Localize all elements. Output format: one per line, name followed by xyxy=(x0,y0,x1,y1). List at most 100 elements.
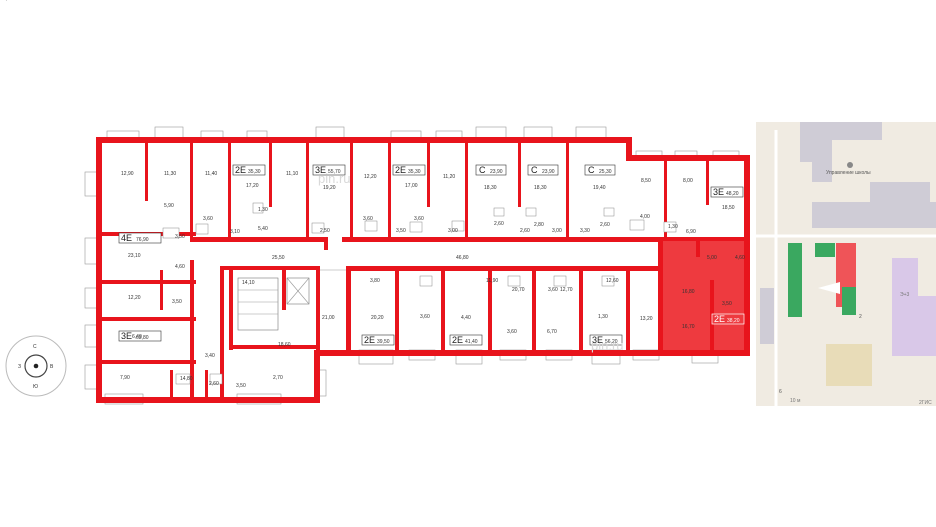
svg-text:2Е: 2Е xyxy=(364,335,375,345)
apartment-label[interactable]: С 23,90 xyxy=(475,164,507,176)
location-map: Управление школы Э+3 2 6 10 м 2ГИС xyxy=(756,122,936,406)
room-area: 17,00 xyxy=(405,183,418,189)
svg-text:2Е: 2Е xyxy=(235,165,246,175)
room-area: 20,20 xyxy=(371,315,384,321)
room-area: 5,00 xyxy=(707,255,717,261)
svg-text:38,20: 38,20 xyxy=(727,318,740,324)
room-area: 13,80 xyxy=(0,0,13,2)
svg-text:63,80: 63,80 xyxy=(136,335,149,341)
room-area: 3,80 xyxy=(370,278,380,284)
room-area: 3,50 xyxy=(722,301,732,307)
watermark: pin.ru xyxy=(591,338,624,353)
room-area: 11,10 xyxy=(286,171,298,177)
room-area: 1,30 xyxy=(598,314,608,320)
svg-text:3Е: 3Е xyxy=(713,187,724,197)
svg-text:23,90: 23,90 xyxy=(490,169,503,175)
room-area: 16,80 xyxy=(682,289,695,295)
room-area: 6,90 xyxy=(686,229,696,235)
map-label: Управление школы xyxy=(826,170,871,176)
room-area: 11,40 xyxy=(205,171,217,177)
room-area: 3,10 xyxy=(230,229,240,235)
svg-text:41,40: 41,40 xyxy=(465,339,478,345)
walls xyxy=(96,137,750,403)
svg-text:35,30: 35,30 xyxy=(248,169,261,175)
room-area: 2,70 xyxy=(273,375,283,381)
room-area: 12,20 xyxy=(128,295,141,301)
room-area: 4,60 xyxy=(735,255,745,261)
room-area: 11,30 xyxy=(164,171,176,177)
room-area: 3,50 xyxy=(175,234,185,240)
room-area: 18,30 xyxy=(484,185,497,191)
compass-n: С xyxy=(33,344,37,350)
selected-apartment-fill[interactable] xyxy=(662,237,750,353)
room-area: 18,60 xyxy=(278,342,291,348)
room-area: 19,40 xyxy=(593,185,606,191)
room-area: 7,90 xyxy=(120,375,130,381)
room-area: 8,00 xyxy=(683,178,693,184)
svg-text:39,50: 39,50 xyxy=(377,339,390,345)
svg-text:23,90: 23,90 xyxy=(542,169,555,175)
compass-w: З xyxy=(18,364,21,370)
svg-text:3Е: 3Е xyxy=(592,335,603,345)
room-area: 11,90 xyxy=(486,278,498,284)
room-area: 6,70 xyxy=(547,329,557,335)
svg-text:2Е: 2Е xyxy=(714,314,725,324)
room-area: 14,10 xyxy=(242,280,255,286)
room-area: 4,40 xyxy=(461,315,471,321)
room-area: 3,50 xyxy=(172,299,182,305)
room-area: 3,50 xyxy=(236,383,246,389)
room-area: 3,60 xyxy=(414,216,424,222)
compass-s: Ю xyxy=(33,384,38,390)
room-area: 6,40 xyxy=(132,334,142,340)
apartment-label[interactable]: С 23,90 xyxy=(527,164,559,176)
room-area: 13,20 xyxy=(640,316,653,322)
svg-text:25,30: 25,30 xyxy=(599,169,612,175)
room-area: 5,90 xyxy=(164,203,174,209)
room-area: 2,60 xyxy=(520,228,530,234)
compass: С Ю З В xyxy=(5,335,67,397)
svg-text:55,70: 55,70 xyxy=(328,169,341,175)
room-area: 18,30 xyxy=(534,185,547,191)
room-area: 12,60 xyxy=(606,278,619,284)
room-area: 12,70 xyxy=(560,287,573,293)
room-area: 16,70 xyxy=(682,324,695,330)
svg-text:2Е: 2Е xyxy=(395,165,406,175)
room-area: 4,60 xyxy=(175,264,185,270)
svg-text:3Е: 3Е xyxy=(315,165,326,175)
room-area: 5,40 xyxy=(258,226,268,232)
room-area: 8,50 xyxy=(641,178,651,184)
room-area: 19,20 xyxy=(323,185,336,191)
room-area: 3,40 xyxy=(205,353,215,359)
map-label: Э+3 xyxy=(900,292,910,298)
room-area: 2,80 xyxy=(534,222,544,228)
watermark: pin.ru xyxy=(318,171,351,186)
map-attribution: 2ГИС xyxy=(919,400,932,406)
room-area: 3,60 xyxy=(507,329,517,335)
room-area: 4,00 xyxy=(640,214,650,220)
map-marker: 6 xyxy=(779,389,782,395)
room-area: 23,10 xyxy=(128,253,141,259)
svg-text:48,20: 48,20 xyxy=(726,191,739,197)
room-area: 3,30 xyxy=(580,228,590,234)
room-area: 3,60 xyxy=(203,216,213,222)
room-area: 18,50 xyxy=(722,205,735,211)
room-area: 14,80 xyxy=(180,376,193,382)
fixtures xyxy=(162,202,677,385)
svg-text:С: С xyxy=(479,165,486,175)
room-area: 1,30 xyxy=(668,224,678,230)
room-area: 3,50 xyxy=(396,228,406,234)
room-area: 3,00 xyxy=(552,228,562,234)
svg-text:С: С xyxy=(531,165,538,175)
